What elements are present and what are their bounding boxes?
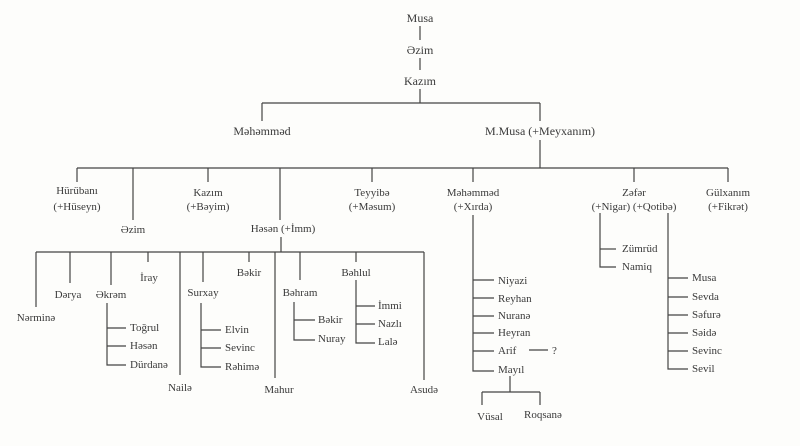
person-elvin: Elvin <box>225 324 249 336</box>
person-mehemmed: Məhəmməd <box>233 124 290 138</box>
person-hesen-2: Həsən <box>130 340 158 352</box>
person-ezim: Əzim <box>407 43 434 57</box>
person-derya: Dərya <box>55 289 82 301</box>
person-roqsane: Roqsanə <box>524 409 562 421</box>
person-togrul: Toğrul <box>130 322 159 334</box>
ancestor-line: Musa Əzim Kazım Məhəmməd M.Musa (+Meyxan… <box>233 11 595 138</box>
spouse-mesum: (+Məsum) <box>349 201 396 213</box>
person-namiq: Namiq <box>622 261 652 273</box>
person-ekrem: Əkrəm <box>96 289 127 301</box>
person-musa: Musa <box>407 11 434 25</box>
person-kazim: Kazım <box>404 74 437 88</box>
person-lale: Lalə <box>378 336 398 348</box>
person-sevil: Sevil <box>692 363 715 375</box>
person-niyazi: Niyazi <box>498 275 527 287</box>
person-bekir: Bəkir <box>237 267 262 279</box>
person-hurubani: Hürübanı <box>56 185 98 197</box>
hesen-children: Nərminə Dərya Əkrəm İray Nailə Surxay Bə… <box>17 267 438 396</box>
person-gulxanim: Gülxanım <box>706 187 750 199</box>
person-nermine: Nərminə <box>17 312 56 324</box>
person-nazli: Nazlı <box>378 318 402 330</box>
person-surxay: Surxay <box>187 287 219 299</box>
connector-lines <box>35 26 729 405</box>
person-zumrud: Zümrüd <box>622 243 658 255</box>
person-iray: İray <box>140 272 158 284</box>
spouse-xirda: (+Xırda) <box>454 201 493 213</box>
person-durdane: Dürdanə <box>130 359 168 371</box>
person-seide: Səidə <box>692 327 717 339</box>
person-hesen: Həsən (+İmm) <box>251 223 316 235</box>
person-m-musa: M.Musa (+Meyxanım) <box>485 124 595 138</box>
person-sevda: Sevda <box>692 291 719 303</box>
person-mayil: Mayıl <box>498 364 524 376</box>
grandchildren: Toğrul Həsən Dürdanə Elvin Sevinc Rəhimə… <box>130 243 722 423</box>
person-ezim-2: Əzim <box>121 224 146 236</box>
spouses-zefer: (+Nigar) (+Qotibə) <box>592 201 677 213</box>
person-mahur: Mahur <box>264 384 294 396</box>
person-musa-2: Musa <box>692 272 717 284</box>
person-mehemmed-2: Məhəmməd <box>447 187 500 199</box>
person-nurane: Nuranə <box>498 310 530 322</box>
person-rehime: Rəhimə <box>225 361 259 373</box>
person-naile: Nailə <box>168 382 192 394</box>
person-teyyibe: Teyyibə <box>354 187 389 199</box>
generation-2: Hürübanı (+Hüseyn) Əzim Kazım (+Bəyim) H… <box>53 185 750 236</box>
person-nuray: Nuray <box>318 333 346 345</box>
unknown-marker: ? <box>552 345 557 357</box>
person-sevinc-2: Sevinc <box>692 345 722 357</box>
spouse-fikret: (+Fikrət) <box>708 201 748 213</box>
person-vusal: Vüsal <box>477 411 503 423</box>
person-behlul: Bəhlul <box>341 267 370 279</box>
person-arif: Arif <box>498 345 517 357</box>
spouse-huseyn: (+Hüseyn) <box>53 201 100 213</box>
person-zefer: Zəfər <box>622 187 646 199</box>
spouse-beyim: (+Bəyim) <box>187 201 230 213</box>
person-kazim-2: Kazım <box>193 187 223 199</box>
person-bekir-2: Bəkir <box>318 314 343 326</box>
person-reyhan: Reyhan <box>498 293 532 305</box>
person-asude: Asudə <box>410 384 438 396</box>
person-immi: İmmi <box>378 300 402 312</box>
person-heyran: Heyran <box>498 327 531 339</box>
person-behram: Bəhram <box>283 287 318 299</box>
person-sefure: Səfurə <box>692 309 721 321</box>
person-sevinc: Sevinc <box>225 342 255 354</box>
